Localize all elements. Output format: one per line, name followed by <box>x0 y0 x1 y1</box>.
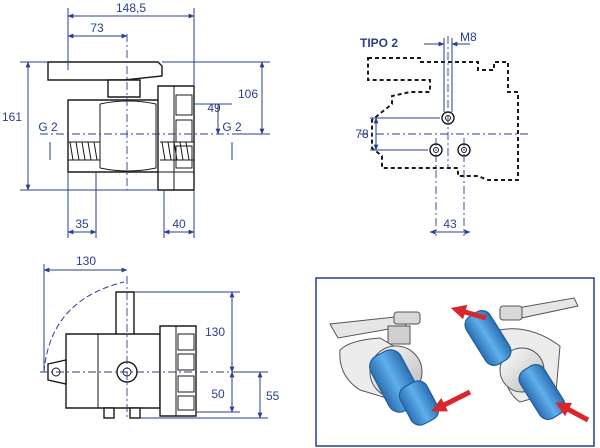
top-handle-130: 130 <box>76 254 96 268</box>
valve-right-illustration <box>450 297 590 423</box>
thread-right-label: G 2 <box>222 120 242 134</box>
valve-left-illustration <box>329 311 472 426</box>
bolt-label: M8 <box>460 30 477 44</box>
dim-height-handle: 106 <box>238 87 258 101</box>
flange-78: 78 <box>355 127 369 141</box>
dim-total-length: 148,5 <box>116 1 146 15</box>
dim-height-49: 49 <box>207 101 221 115</box>
tipo2-view: TIPO 2 M8 78 43 <box>355 30 530 236</box>
side-50: 50 <box>211 387 225 401</box>
side-130: 130 <box>205 325 225 339</box>
side-55: 55 <box>266 389 280 403</box>
dim-center-to-handle: 73 <box>90 21 104 35</box>
dim-right-offset: 40 <box>172 217 186 231</box>
side-view: 130 130 50 55 <box>40 254 280 420</box>
dim-left-offset: 35 <box>75 217 89 231</box>
dim-height-total: 161 <box>2 110 22 124</box>
illustration-panel <box>315 277 595 447</box>
tipo-label: TIPO 2 <box>360 36 398 50</box>
front-view: 148,5 73 161 106 49 G 2 G 2 35 40 <box>2 1 270 238</box>
thread-left-label: G 2 <box>38 120 58 134</box>
flange-43: 43 <box>443 217 457 231</box>
